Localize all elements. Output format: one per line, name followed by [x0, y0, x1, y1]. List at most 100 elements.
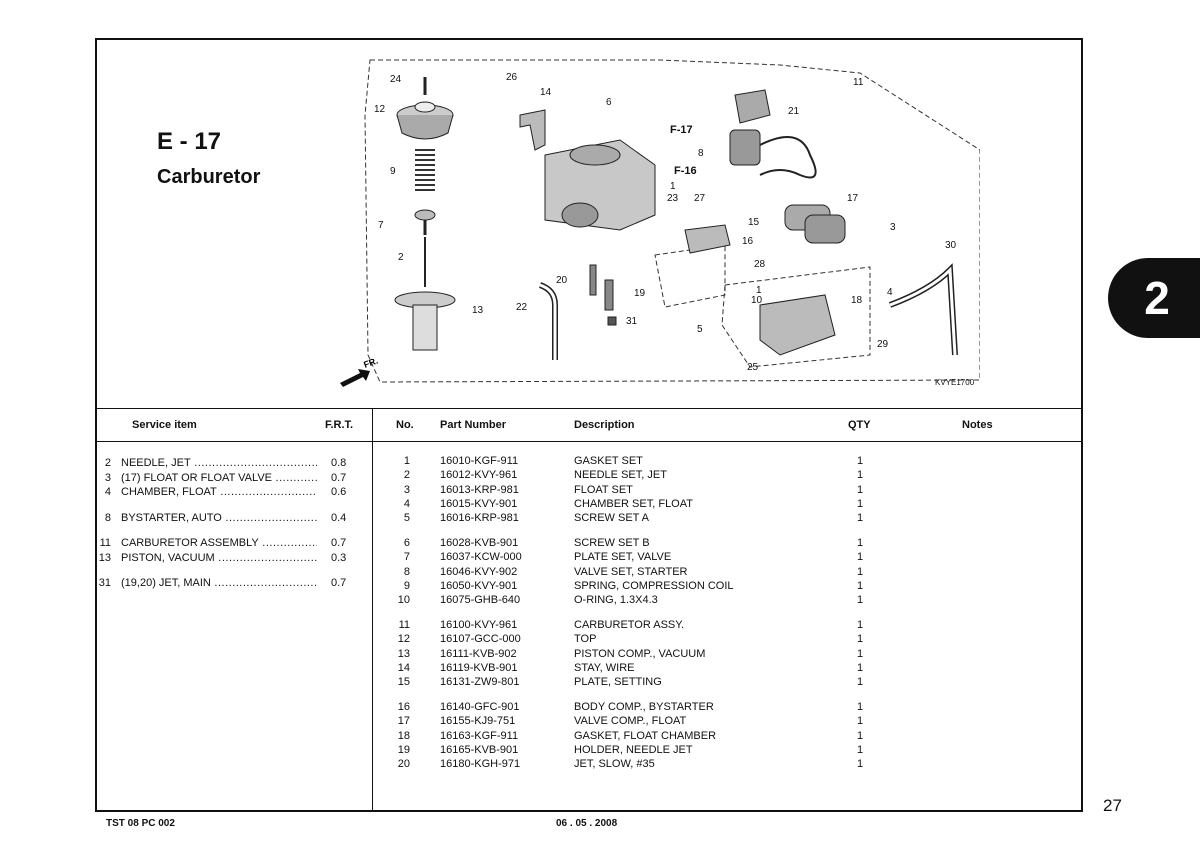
part-row-qty: 1: [857, 676, 864, 689]
callout-label: 20: [556, 275, 568, 286]
notes-header: Notes: [962, 419, 993, 431]
service-row-item: NEEDLE, JET: [121, 456, 317, 470]
part-row-qty: 1: [857, 758, 864, 771]
callout-label: 1: [756, 285, 762, 296]
page-frame: [95, 38, 1083, 812]
part-row-no: 13: [397, 647, 410, 660]
part-row-desc: O-RING, 1.3X4.3: [574, 594, 658, 607]
part-row-qty: 1: [857, 579, 864, 592]
part-row-no: 3: [403, 483, 410, 496]
callout-label: 5: [697, 324, 703, 335]
part-row-no: 12: [397, 633, 410, 646]
part-row-qty: 1: [857, 551, 864, 564]
service-row-frt: 0.4: [331, 511, 347, 524]
part-row-no: 9: [403, 579, 410, 592]
service-row: 31(19,20) JET, MAIN0.7: [87, 576, 367, 590]
callout-label: 10: [751, 295, 763, 306]
part-row-part: 16037-KCW-000: [440, 551, 522, 564]
part-row-qty: 1: [857, 537, 864, 549]
part-row-part: 16180-KGH-971: [440, 758, 521, 771]
part-row-qty: 1: [857, 729, 864, 742]
service-row-frt: 0.6: [331, 486, 347, 498]
part-row-no: 4: [403, 497, 410, 510]
callout-label: F-16: [674, 165, 697, 177]
front-arrow-label: FR.: [362, 356, 379, 370]
callout-label: 8: [698, 148, 704, 159]
part-row-qty: 1: [857, 512, 864, 525]
part-row-part: 16163-KGF-911: [440, 729, 519, 742]
part-row-desc: PISTON COMP., VACUUM: [574, 647, 706, 660]
callout-label: 3: [890, 222, 896, 233]
section-code: E - 17: [157, 128, 222, 155]
part-row-no: 18: [397, 729, 410, 742]
part-row-part: 16046-KVY-902: [440, 565, 518, 578]
part-row-qty: 1: [857, 565, 864, 578]
service-item-header: Service item: [132, 419, 197, 431]
part-row-no: 8: [403, 565, 410, 578]
part-row-qty: 1: [857, 483, 864, 496]
table-header-rule: [95, 441, 1083, 442]
part-row-part: 16119-KVB-901: [440, 661, 518, 674]
part-row-qty: 1: [857, 715, 864, 728]
callout-label: 6: [606, 97, 612, 108]
part-row-qty: 1: [857, 594, 864, 607]
part-row-part: 16075-GHB-640: [440, 594, 521, 607]
callout-label: 28: [754, 259, 766, 270]
part-row: 7 16037-KCW-000 PLATE SET, VALVE 1: [0, 550, 1080, 564]
service-row-no: 8: [104, 511, 111, 524]
callout-label: F-17: [670, 124, 693, 136]
service-row-item: BYSTARTER, AUTO: [121, 511, 317, 525]
part-row-part: 16028-KVB-901: [440, 537, 519, 549]
part-row-part: 16010-KGF-911: [440, 455, 519, 467]
callout-label: 1: [670, 181, 676, 192]
callout-label: 4: [887, 287, 893, 298]
service-row-frt: 0.7: [331, 577, 347, 589]
part-row-no: 7: [403, 551, 410, 564]
part-row-no: 16: [397, 701, 410, 713]
table-top-rule: [95, 408, 1083, 409]
footer-doc-code: TST 08 PC 002: [106, 818, 175, 829]
service-row-frt: 0.7: [331, 537, 347, 549]
part-row-part: 16111-KVB-902: [440, 647, 517, 660]
callout-label: 16: [742, 236, 754, 247]
callout-label: 29: [877, 339, 889, 350]
part-row-desc: SCREW SET A: [574, 512, 649, 525]
part-row-desc: HOLDER, NEEDLE JET: [574, 743, 693, 756]
screw-set-boundary: [654, 244, 726, 308]
part-row-no: 11: [398, 619, 410, 631]
chapter-tab: 2: [1108, 258, 1200, 338]
part-row-no: 20: [397, 758, 410, 771]
part-row-qty: 1: [857, 701, 864, 713]
part-row-no: 2: [403, 469, 410, 482]
callout-label: 9: [390, 166, 396, 177]
callout-label: 31: [626, 316, 638, 327]
callout-label: 23: [667, 193, 679, 204]
part-row-desc: STAY, WIRE: [574, 661, 635, 674]
part-row-no: 1: [403, 455, 410, 467]
service-row-item: (17) FLOAT OR FLOAT VALVE: [121, 471, 317, 485]
service-row-no: 4: [104, 486, 111, 498]
callout-label: 25: [747, 362, 759, 373]
part-row-desc: PLATE SET, VALVE: [574, 551, 672, 564]
part-number-header: Part Number: [440, 419, 507, 431]
service-row-no: 2: [104, 457, 111, 469]
part-row-no: 6: [403, 537, 410, 549]
part-row-part: 16016-KRP-981: [440, 512, 519, 525]
part-row-no: 19: [397, 743, 410, 756]
service-row-no: 11: [99, 537, 111, 549]
part-row-desc: NEEDLE SET, JET: [574, 469, 667, 482]
part-row-desc: GASKET SET: [574, 455, 643, 467]
part-row-no: 14: [397, 661, 410, 674]
callout-label: 14: [540, 87, 552, 98]
service-row-item: PISTON, VACUUM: [121, 551, 317, 565]
part-row-no: 5: [403, 512, 410, 525]
